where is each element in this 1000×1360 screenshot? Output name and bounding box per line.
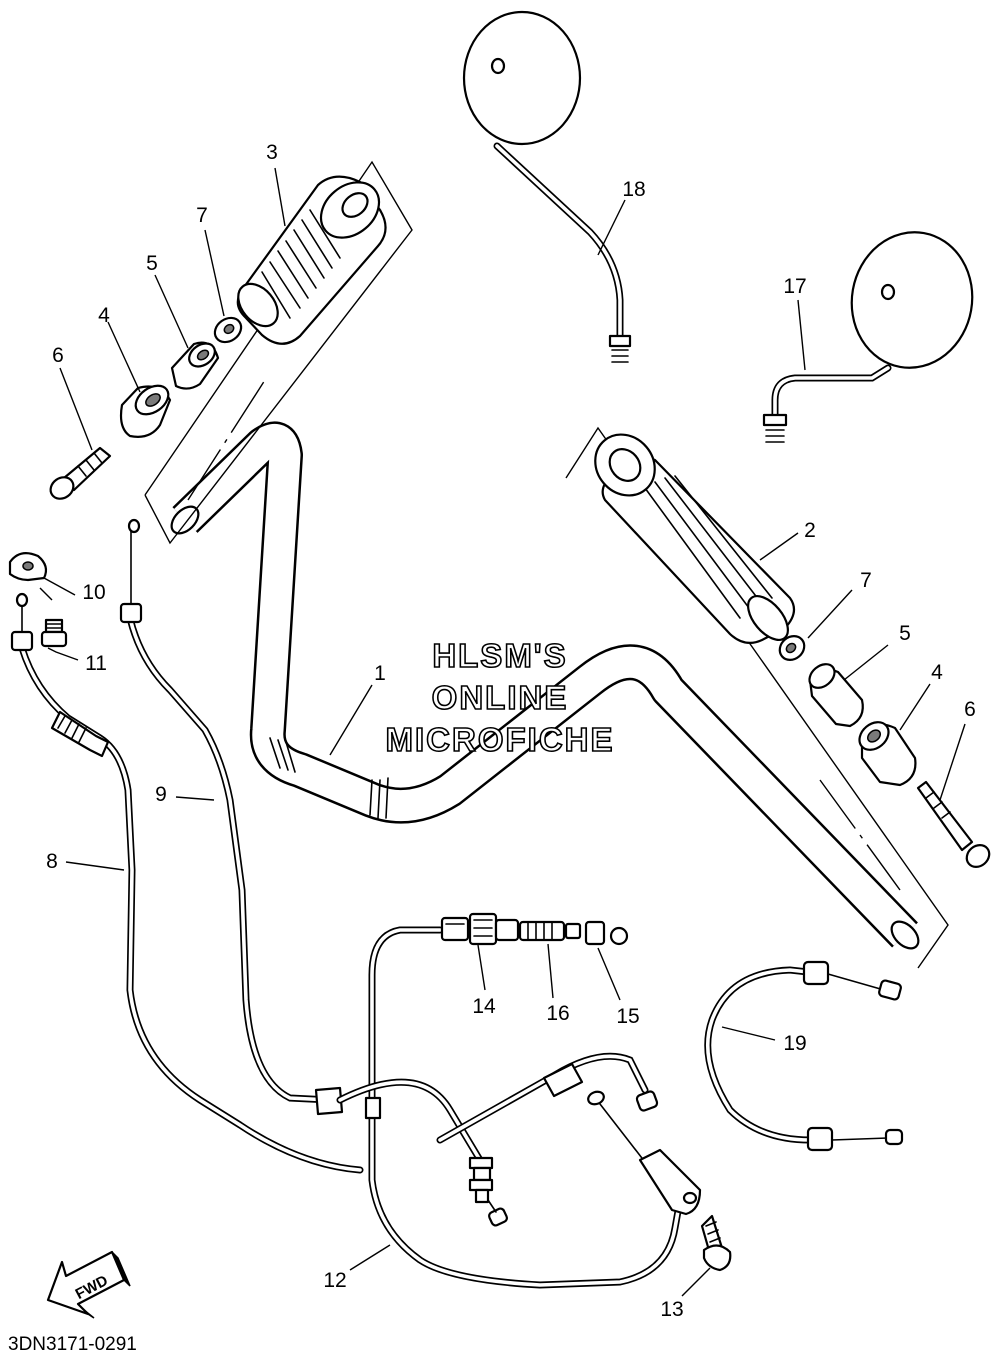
left-screw-part-6[interactable]: [46, 446, 112, 503]
callout-19: 19: [783, 1032, 806, 1055]
bolt-part-11[interactable]: [40, 618, 68, 648]
callout-1: 1: [374, 662, 386, 685]
callout-9: 9: [155, 783, 167, 806]
adjuster-part-14[interactable]: [440, 912, 520, 946]
watermark-line-2: ONLINE: [432, 679, 569, 716]
left-damper-part-7[interactable]: [210, 313, 246, 347]
left-grip-part-3[interactable]: [230, 171, 390, 345]
bolt-part-13[interactable]: [700, 1214, 732, 1272]
right-screw-part-6[interactable]: [916, 780, 994, 871]
left-bar-end-weight-part-4[interactable]: [119, 380, 174, 438]
cable-part-9[interactable]: [119, 518, 344, 1116]
callout-16: 16: [546, 1002, 569, 1025]
callout-6-left: 6: [52, 344, 64, 367]
callout-14: 14: [472, 995, 496, 1018]
leader-lines: [39, 167, 966, 1297]
left-mirror-part-18[interactable]: [462, 10, 632, 363]
forward-direction-arrow: FWD: [46, 1250, 131, 1319]
handlebar-part-1[interactable]: [167, 421, 924, 953]
watermark: HLSM'S ONLINE MICROFICHE: [385, 636, 615, 759]
watermark-line-1: HLSM'S: [432, 637, 567, 674]
left-collar-part-5[interactable]: [170, 339, 220, 390]
nut-part-15[interactable]: [584, 920, 629, 946]
right-mirror-part-17[interactable]: [762, 223, 983, 443]
right-collar-part-5[interactable]: [805, 659, 864, 728]
handlebar-knurl-marks: [269, 737, 389, 819]
cable-part-8[interactable]: [10, 592, 364, 1174]
callout-13: 13: [660, 1298, 683, 1321]
callout-18: 18: [622, 178, 645, 201]
callout-10: 10: [82, 581, 105, 604]
callout-11: 11: [85, 652, 107, 675]
callout-labels: 1 2 3 4 4 5 5 6 6 7 7 8 9 10 11 12 13 14…: [46, 141, 976, 1321]
cable-bracket[interactable]: [586, 1090, 702, 1216]
callout-8: 8: [46, 850, 58, 873]
callout-12: 12: [323, 1269, 346, 1292]
callout-7-left: 7: [196, 204, 208, 227]
right-damper-part-7[interactable]: [775, 631, 809, 665]
choke-cable-part-19[interactable]: [704, 960, 904, 1152]
watermark-line-3: MICROFICHE: [386, 721, 615, 758]
callout-15: 15: [616, 1005, 639, 1028]
right-bar-end-weight-part-4[interactable]: [854, 717, 917, 787]
right-grip-part-2[interactable]: [583, 422, 796, 646]
throttle-cable-part-12[interactable]: [336, 926, 684, 1289]
callout-17: 17: [783, 275, 806, 298]
adjuster-part-16[interactable]: [518, 920, 582, 942]
callout-2: 2: [804, 519, 816, 542]
callout-5-left: 5: [146, 252, 158, 275]
diagram-code: 3DN3171-0291: [8, 1334, 137, 1355]
callout-5-right: 5: [899, 622, 911, 645]
callout-3: 3: [266, 141, 278, 164]
lever-holder-part-10[interactable]: [8, 551, 48, 582]
callout-4-left: 4: [98, 304, 110, 327]
callout-6-right: 6: [964, 698, 976, 721]
callout-4-right: 4: [931, 661, 943, 684]
callout-7-right: 7: [860, 569, 872, 592]
